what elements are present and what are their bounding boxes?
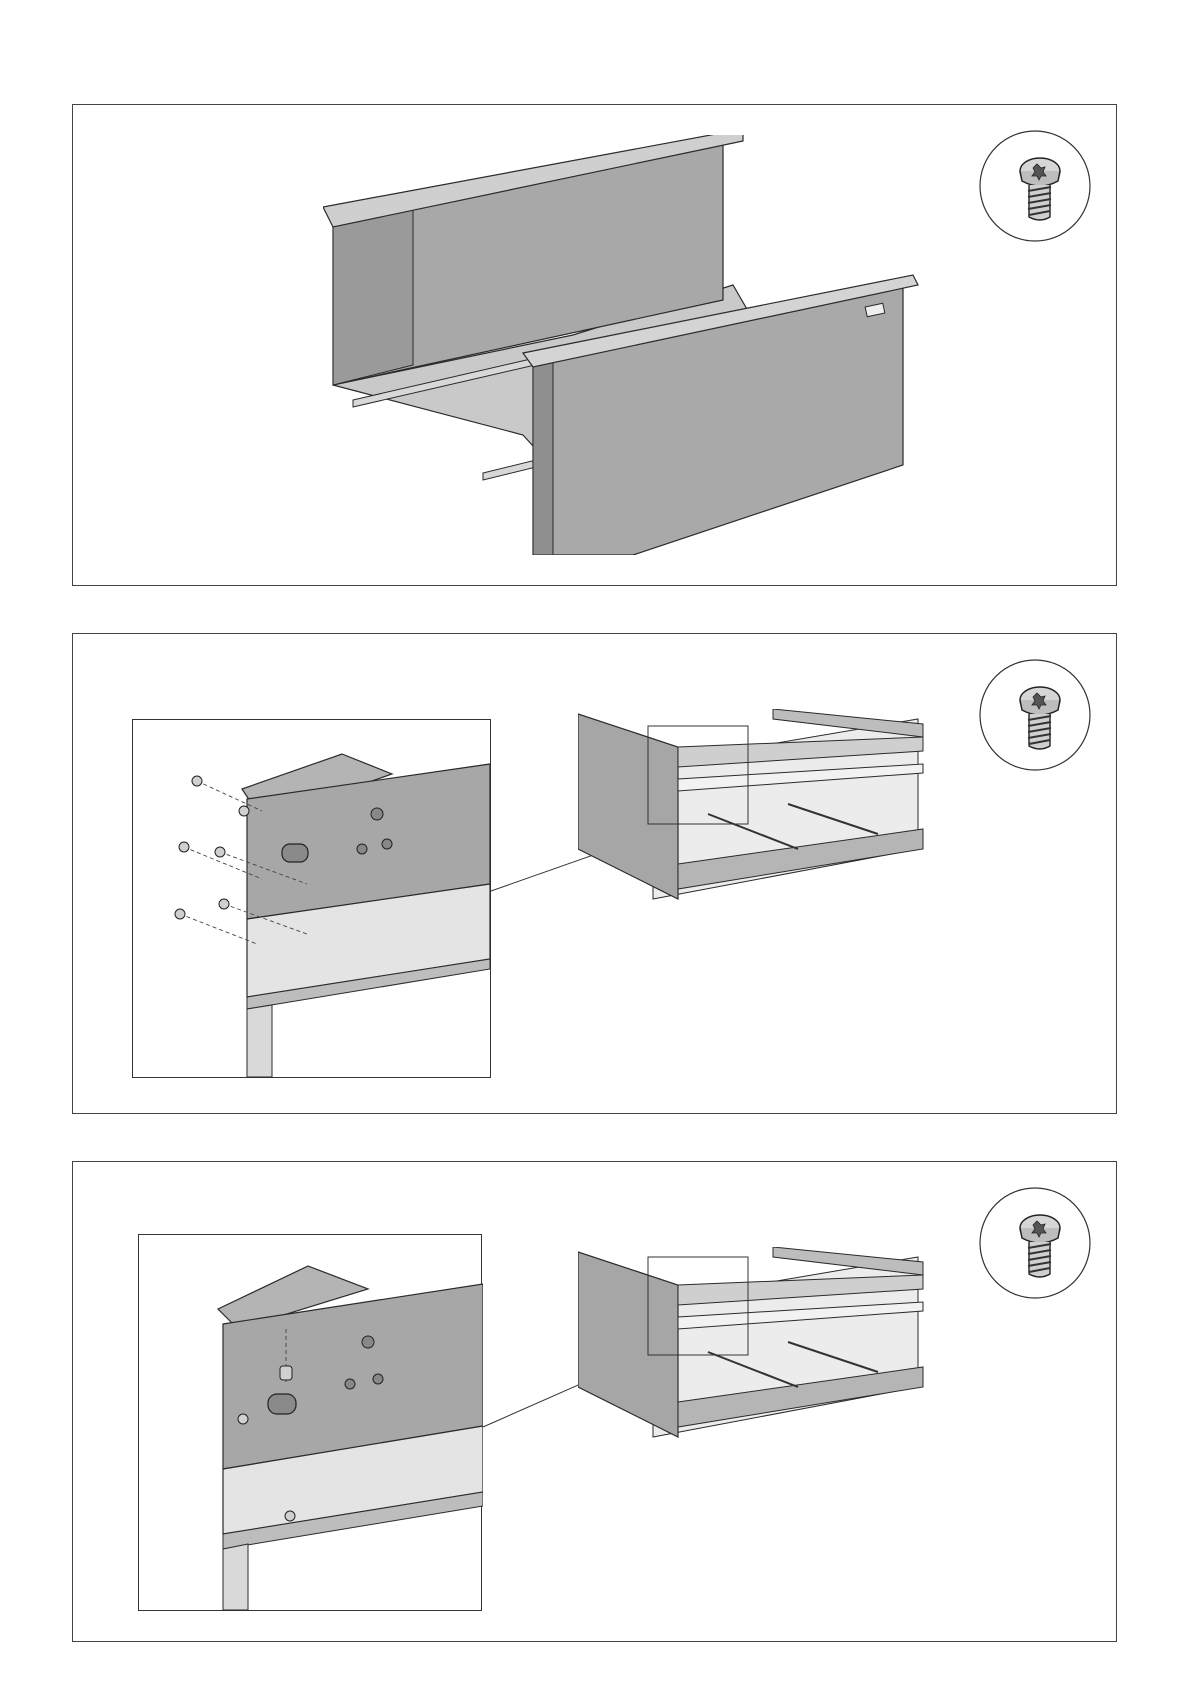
torx-screw-icon [978, 129, 1092, 243]
frame-overview-illustration [578, 1247, 1018, 1447]
step-3-panel [72, 1161, 1117, 1642]
frame-overview-illustration [578, 709, 1018, 909]
step-2-panel [72, 633, 1117, 1114]
step-1-panel [72, 104, 1117, 586]
assembled-frame-illustration [323, 135, 983, 555]
